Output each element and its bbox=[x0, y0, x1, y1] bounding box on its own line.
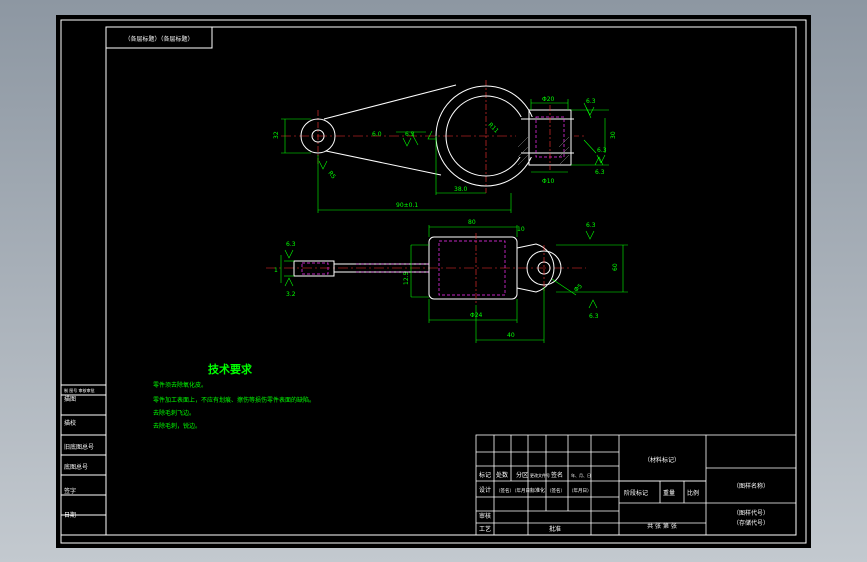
dim-label: 6.3 bbox=[589, 313, 599, 320]
dim-label: 80 bbox=[468, 219, 476, 226]
top-label-box bbox=[105, 26, 213, 49]
design-cell: （年月日） bbox=[512, 487, 535, 494]
tech-item: 去除毛刺飞边。 bbox=[153, 409, 195, 417]
review-label: 审核 bbox=[479, 512, 491, 520]
sheet-count: 共 张 第 张 bbox=[647, 522, 677, 530]
top-label: （各层标题）（各层标题） bbox=[124, 35, 193, 43]
left-strip-item: 制 图号 审核审批 bbox=[64, 387, 95, 393]
dim-label: 6.3 bbox=[405, 131, 415, 138]
left-strip-item: 描校 bbox=[64, 419, 76, 427]
inner-border bbox=[105, 26, 797, 536]
row-header: 分区 bbox=[516, 471, 528, 479]
top-view: 32 90±0.1 38.0 Φ20 Φ10 30 6.3 6.3 6.3 6.… bbox=[273, 80, 617, 213]
front-view: 80 Φ24 40 12.5 60 10 Φ5 1 6.3 3.2 6.3 6.… bbox=[266, 219, 628, 343]
row-header: 签名 bbox=[551, 471, 563, 479]
left-strip-item: 旧底图总号 bbox=[64, 443, 94, 451]
housing bbox=[428, 236, 518, 300]
dim-label: 3.2 bbox=[286, 291, 296, 298]
tech-requirements: 技术要求 零件须去除氧化皮。 零件加工表面上，不应有划痕、擦伤等损伤零件表面的缺… bbox=[153, 362, 315, 430]
small-eye-hole bbox=[311, 129, 325, 143]
small-eye-outer bbox=[300, 118, 336, 154]
dim-label: 10 bbox=[517, 226, 525, 233]
row-header: 标记 bbox=[479, 471, 491, 479]
dim-label: R11 bbox=[487, 121, 500, 134]
dim-label: 6.3 bbox=[595, 169, 605, 176]
dim-label: Φ5 bbox=[573, 283, 584, 294]
dim-label: 40 bbox=[507, 332, 515, 339]
tech-item: 零件须去除氧化皮。 bbox=[153, 381, 207, 389]
title-block-text: （材料标记） （图样名称） （图样代号） （存储代号） 标记 处数 分区 更改文… bbox=[479, 456, 769, 533]
dim-label: 6.3 bbox=[586, 98, 596, 105]
dim-label: 38.0 bbox=[454, 186, 468, 193]
left-strip-item: 描图 bbox=[64, 395, 76, 403]
tech-item: 零件加工表面上，不应有划痕、擦伤等损伤零件表面的缺陷。 bbox=[153, 396, 315, 404]
dim-label: R5 bbox=[326, 170, 337, 181]
design-cell: （签名） bbox=[547, 487, 565, 494]
stage-label: 比例 bbox=[687, 489, 699, 497]
row-header: 年、月、日 bbox=[571, 472, 591, 478]
left-strip-item: 签字 bbox=[64, 487, 76, 495]
storage-number: （存储代号） bbox=[733, 519, 769, 527]
tech-item: 去除毛刺，锐边。 bbox=[153, 422, 201, 430]
dim-label: 90±0.1 bbox=[396, 202, 418, 209]
dim-label: 30 bbox=[610, 131, 617, 139]
row-header: 更改文件号 bbox=[530, 472, 550, 478]
drawing-canvas: （各层标题）（各层标题） 制 图号 审核审批 描图 描校 旧底图总号 底图总号 … bbox=[56, 15, 811, 548]
outer-border bbox=[60, 19, 807, 544]
design-cell: 设计 bbox=[479, 486, 491, 494]
dim-label: Φ10 bbox=[542, 178, 555, 185]
drawing-number: （图样代号） bbox=[733, 509, 769, 517]
cad-drawing: （各层标题）（各层标题） 制 图号 审核审批 描图 描校 旧底图总号 底图总号 … bbox=[60, 19, 807, 544]
row-header: 处数 bbox=[496, 471, 508, 479]
title-block bbox=[475, 434, 797, 536]
material-label: （材料标记） bbox=[644, 456, 680, 464]
dim-label: 6.3 bbox=[286, 241, 296, 248]
dim-label: Φ24 bbox=[470, 312, 483, 319]
stage-label: 重量 bbox=[663, 489, 675, 497]
design-cell: （签名） bbox=[496, 487, 514, 494]
dim-label: 1 bbox=[274, 267, 278, 274]
dim-label: 60 bbox=[612, 263, 619, 271]
approve-label: 批准 bbox=[549, 525, 561, 533]
design-cell: （年月日） bbox=[569, 487, 592, 494]
process-label: 工艺 bbox=[479, 525, 491, 533]
dim-label: 6.3 bbox=[586, 222, 596, 229]
left-strip-item: 日期 bbox=[64, 511, 76, 519]
dim-label: 12.5 bbox=[403, 271, 410, 285]
stage-label: 阶段标记 bbox=[624, 489, 648, 497]
part-name: （图样名称） bbox=[733, 482, 769, 490]
dim-label: 6.3 bbox=[597, 147, 607, 154]
design-cell: 标准化 bbox=[530, 487, 545, 494]
left-strip-item: 底图总号 bbox=[64, 463, 88, 471]
dim-label: Φ20 bbox=[542, 96, 555, 103]
tech-title: 技术要求 bbox=[208, 362, 253, 376]
dim-label: 6.0 bbox=[372, 131, 382, 138]
left-strip: 制 图号 审核审批 描图 描校 旧底图总号 底图总号 签字 日期 bbox=[60, 384, 107, 536]
dim-label: 32 bbox=[273, 131, 280, 139]
